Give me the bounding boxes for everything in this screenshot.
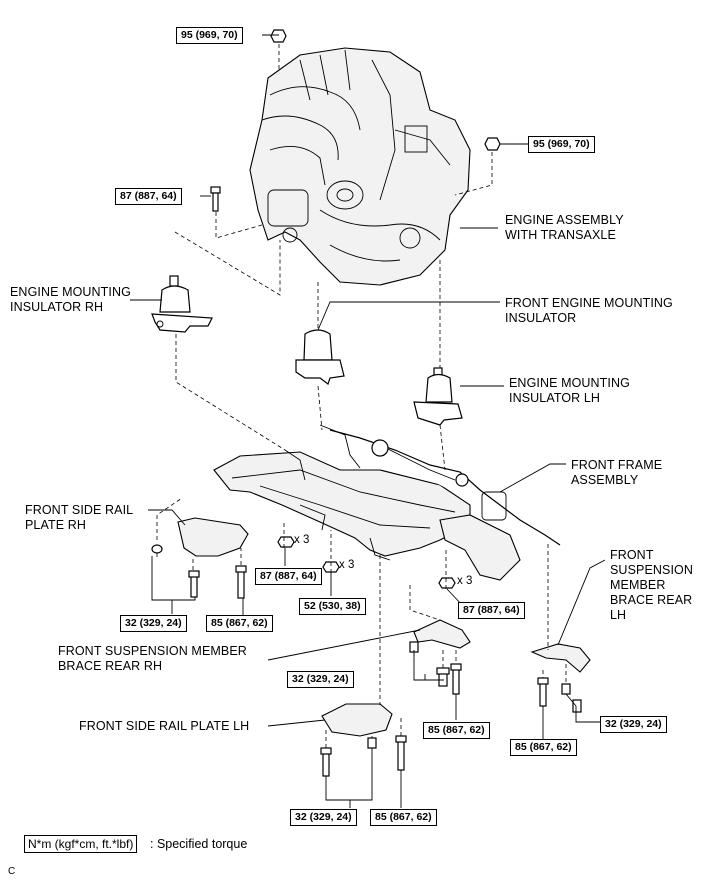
callout-engine-assembly: ENGINE ASSEMBLY WITH TRANSAXLE [505, 213, 624, 243]
callout-line: WITH TRANSAXLE [505, 228, 616, 242]
front-frame-drawing [213, 424, 561, 581]
callout-line: ENGINE MOUNTING [509, 376, 630, 390]
leader-lines [130, 34, 606, 808]
legend-unit-box: N*m (kgf*cm, ft.*lbf) [24, 835, 138, 853]
callout-line: INSULATOR LH [509, 391, 601, 405]
front-susp-brace-lh-drawing [530, 643, 591, 713]
corner-mark: C [8, 866, 16, 877]
engine-mount-lh-drawing [413, 367, 463, 426]
quantity-multiplier: x 3 [457, 575, 473, 587]
torque-rail-lh-bolt85: 85 (867, 62) [370, 809, 437, 826]
engine-assembly-drawing [249, 47, 471, 286]
front-engine-mount-drawing [295, 329, 345, 385]
callout-front-susp-brace-lh: FRONT SUSPENSION MEMBER BRACE REAR LH [610, 548, 693, 623]
callout-line: FRONT SIDE RAIL [25, 503, 134, 517]
torque-left-bolt: 87 (887, 64) [115, 188, 182, 205]
callout-front-side-rail-lh: FRONT SIDE RAIL PLATE LH [79, 719, 249, 734]
alignment-lines [156, 44, 567, 748]
legend-description: : Specified torque [150, 837, 248, 851]
callout-front-susp-brace-rh: FRONT SUSPENSION MEMBER BRACE REAR RH [58, 644, 247, 674]
torque-rail-rh-bolt32: 32 (329, 24) [120, 615, 187, 632]
engine-mount-rh-drawing [151, 275, 213, 333]
callout-line: FRONT ENGINE MOUNTING [505, 296, 673, 310]
torque-right-nut: 95 (969, 70) [528, 136, 595, 153]
torque-brace-rh-bolt32: 32 (329, 24) [287, 671, 354, 688]
callout-front-engine-mount: FRONT ENGINE MOUNTING INSULATOR [505, 296, 673, 326]
callout-front-frame: FRONT FRAME ASSEMBLY [571, 458, 662, 488]
callout-front-side-rail-rh: FRONT SIDE RAIL PLATE RH [25, 503, 133, 533]
callout-line: ENGINE ASSEMBLY [505, 213, 624, 227]
callout-line: FRONT SIDE RAIL PLATE LH [79, 719, 250, 733]
quantity-multiplier: x 3 [294, 534, 310, 546]
torque-brace-rh-bolt85: 85 (867, 62) [423, 722, 490, 739]
callout-line: FRONT [610, 548, 654, 562]
callout-line: ENGINE MOUNTING [10, 285, 131, 299]
torque-brace-lh-bolt32: 32 (329, 24) [600, 716, 667, 733]
callout-line: PLATE RH [25, 518, 86, 532]
callout-line: FRONT FRAME [571, 458, 663, 472]
torque-brace-lh-bolt85: 85 (867, 62) [510, 739, 577, 756]
torque-rail-lh-bolt32: 32 (329, 24) [290, 809, 357, 826]
callout-line: MEMBER [610, 578, 666, 592]
torque-rail-rh-bolt85: 85 (867, 62) [206, 615, 273, 632]
torque-frame-nut-center: 87 (887, 64) [255, 568, 322, 585]
torque-top-nut: 95 (969, 70) [176, 27, 243, 44]
engine-fasteners [210, 29, 501, 212]
quantity-multiplier: x 3 [339, 559, 355, 571]
callout-engine-mount-rh: ENGINE MOUNTING INSULATOR RH [10, 285, 131, 315]
frame-nuts [277, 536, 456, 589]
torque-frame-nut-52: 52 (530, 38) [299, 598, 366, 615]
callout-line: BRACE REAR RH [58, 659, 163, 673]
callout-line: INSULATOR RH [10, 300, 104, 314]
callout-line: SUSPENSION [610, 563, 693, 577]
callout-line: BRACE REAR [610, 593, 693, 607]
callout-line: INSULATOR [505, 311, 577, 325]
callout-line: LH [610, 608, 627, 622]
callout-line: FRONT SUSPENSION MEMBER [58, 644, 247, 658]
callout-engine-mount-lh: ENGINE MOUNTING INSULATOR LH [509, 376, 630, 406]
front-side-rail-lh-drawing [320, 703, 407, 777]
front-susp-brace-rh-drawing [409, 619, 471, 695]
callout-line: ASSEMBLY [571, 473, 639, 487]
front-side-rail-rh-drawing [151, 517, 249, 599]
torque-frame-nut-right: 87 (887, 64) [458, 602, 525, 619]
